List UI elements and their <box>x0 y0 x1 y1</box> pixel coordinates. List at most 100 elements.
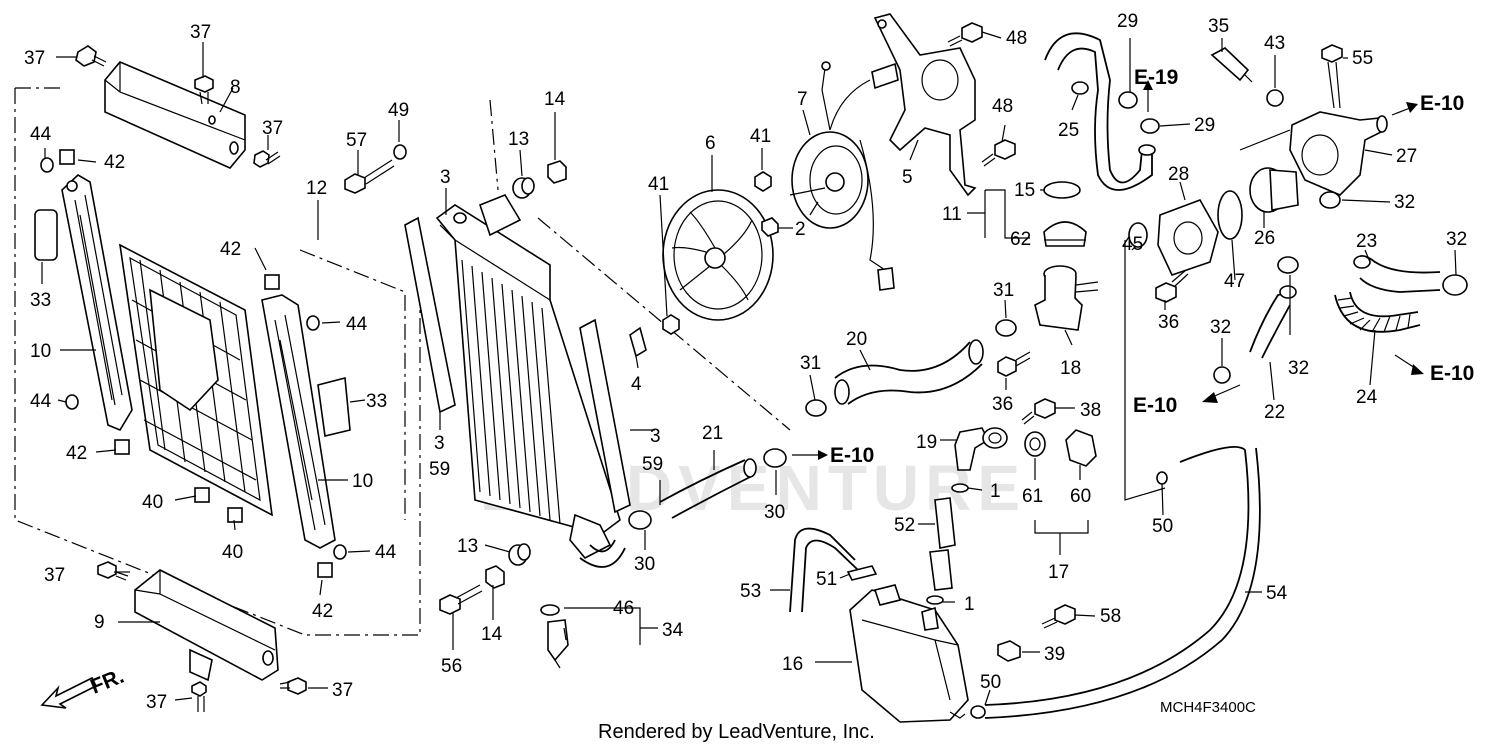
callout-29: 29 <box>1194 115 1215 136</box>
callout-50: 50 <box>980 672 1001 693</box>
callout-41: 41 <box>648 174 669 195</box>
arrow-line <box>1391 107 1411 116</box>
radiator-assembly-outline <box>489 99 791 431</box>
bolt-icon <box>75 45 107 67</box>
bolt-icon <box>1041 604 1076 629</box>
arrow-head-icon <box>1411 364 1424 375</box>
callout-41: 41 <box>750 126 771 147</box>
side-plate-right-part <box>261 294 336 549</box>
callout-26: 26 <box>1254 228 1275 249</box>
collar-part <box>485 565 505 589</box>
callout-36: 36 <box>992 394 1013 415</box>
callout-37: 37 <box>146 692 167 713</box>
callout-44: 44 <box>30 391 52 412</box>
bolt-icon <box>1155 269 1189 303</box>
callout-28: 28 <box>1168 164 1189 185</box>
o-ring-part <box>540 604 560 616</box>
gasket-part <box>1024 431 1046 457</box>
clip-part <box>951 483 969 493</box>
ref-e10: E-10 <box>1420 92 1464 115</box>
cooling-fan-part <box>662 189 774 321</box>
callout-11: 11 <box>942 204 962 225</box>
callout-32: 32 <box>1288 358 1309 379</box>
o-ring-part <box>1128 222 1148 248</box>
callout-58: 58 <box>1100 606 1121 627</box>
seal-part <box>1043 181 1081 199</box>
washer-part <box>306 315 320 331</box>
fan-bracket-part <box>873 13 977 197</box>
pipe-part <box>579 539 626 568</box>
callout-24: 24 <box>1356 387 1378 408</box>
callout-2: 2 <box>795 219 806 240</box>
callout-3: 3 <box>434 433 445 454</box>
clamp-part <box>628 510 652 530</box>
reservoir-tank-part <box>849 584 969 723</box>
callout-45: 45 <box>1122 234 1143 255</box>
bolt-icon <box>279 677 307 695</box>
callout-12: 12 <box>306 178 327 199</box>
clamp-part <box>1118 91 1138 109</box>
callout-44: 44 <box>375 542 397 563</box>
callout-57: 57 <box>346 130 367 151</box>
callout-10: 10 <box>352 471 373 492</box>
callout-37: 37 <box>332 680 353 701</box>
hose-part <box>834 341 983 405</box>
bolt-icon <box>1321 44 1343 109</box>
thermo-switch-part <box>547 619 569 669</box>
clip-part <box>846 565 878 581</box>
callout-27: 27 <box>1396 146 1417 167</box>
callout-40: 40 <box>222 542 243 563</box>
callout-50: 50 <box>1152 516 1173 537</box>
clip-part <box>970 705 986 719</box>
callout-31: 31 <box>993 280 1014 301</box>
bolt-icon <box>997 351 1031 377</box>
callout-37: 37 <box>262 118 283 139</box>
callout-3: 3 <box>440 167 451 188</box>
callout-7: 7 <box>797 89 808 110</box>
callout-30: 30 <box>634 554 655 575</box>
hose-part <box>1249 291 1293 359</box>
callout-10: 10 <box>30 341 51 362</box>
callout-3: 3 <box>650 426 661 447</box>
callout-42: 42 <box>220 239 241 260</box>
collar-part <box>547 160 567 184</box>
callout-16: 16 <box>782 654 803 675</box>
ref-e10: E-10 <box>1133 394 1177 417</box>
callout-54: 54 <box>1266 583 1288 604</box>
callout-55: 55 <box>1352 48 1373 69</box>
upper-cover-part <box>104 61 246 169</box>
callout-19: 19 <box>916 432 937 453</box>
callout-37: 37 <box>44 565 65 586</box>
clamp-part <box>763 448 787 468</box>
hose-part <box>1044 32 1153 191</box>
callout-35: 35 <box>1208 16 1229 37</box>
bolt-icon <box>439 584 483 615</box>
callout-32: 32 <box>1394 192 1415 213</box>
side-plate-left-part <box>61 174 133 432</box>
radiator-seal-part <box>404 216 456 414</box>
thermostat-cover-part <box>1157 199 1219 276</box>
clip-part <box>629 326 647 358</box>
grommet-part <box>317 376 351 437</box>
thermostat-housing-part <box>1289 111 1388 196</box>
bolt-icon <box>947 22 983 47</box>
callout-62: 62 <box>1010 229 1031 250</box>
callout-21: 21 <box>702 423 723 444</box>
clamp-part <box>805 399 827 417</box>
temperature-sensor-part <box>1210 47 1253 83</box>
front-direction-arrow: FR. <box>40 665 127 709</box>
clip-part <box>59 149 75 165</box>
clamp-part <box>995 319 1017 337</box>
nut-part <box>997 640 1021 662</box>
callout-51: 51 <box>816 569 837 590</box>
callout-36: 36 <box>1158 312 1179 333</box>
callout-61: 61 <box>1022 486 1043 507</box>
callout-6: 6 <box>705 133 716 154</box>
callout-30: 30 <box>764 502 785 523</box>
callout-59: 59 <box>429 459 450 480</box>
callout-48: 48 <box>992 96 1013 117</box>
callout-22: 22 <box>1264 402 1285 423</box>
clip-part <box>114 439 130 455</box>
bracket-line <box>1034 520 1089 534</box>
hose-part <box>1334 291 1421 333</box>
